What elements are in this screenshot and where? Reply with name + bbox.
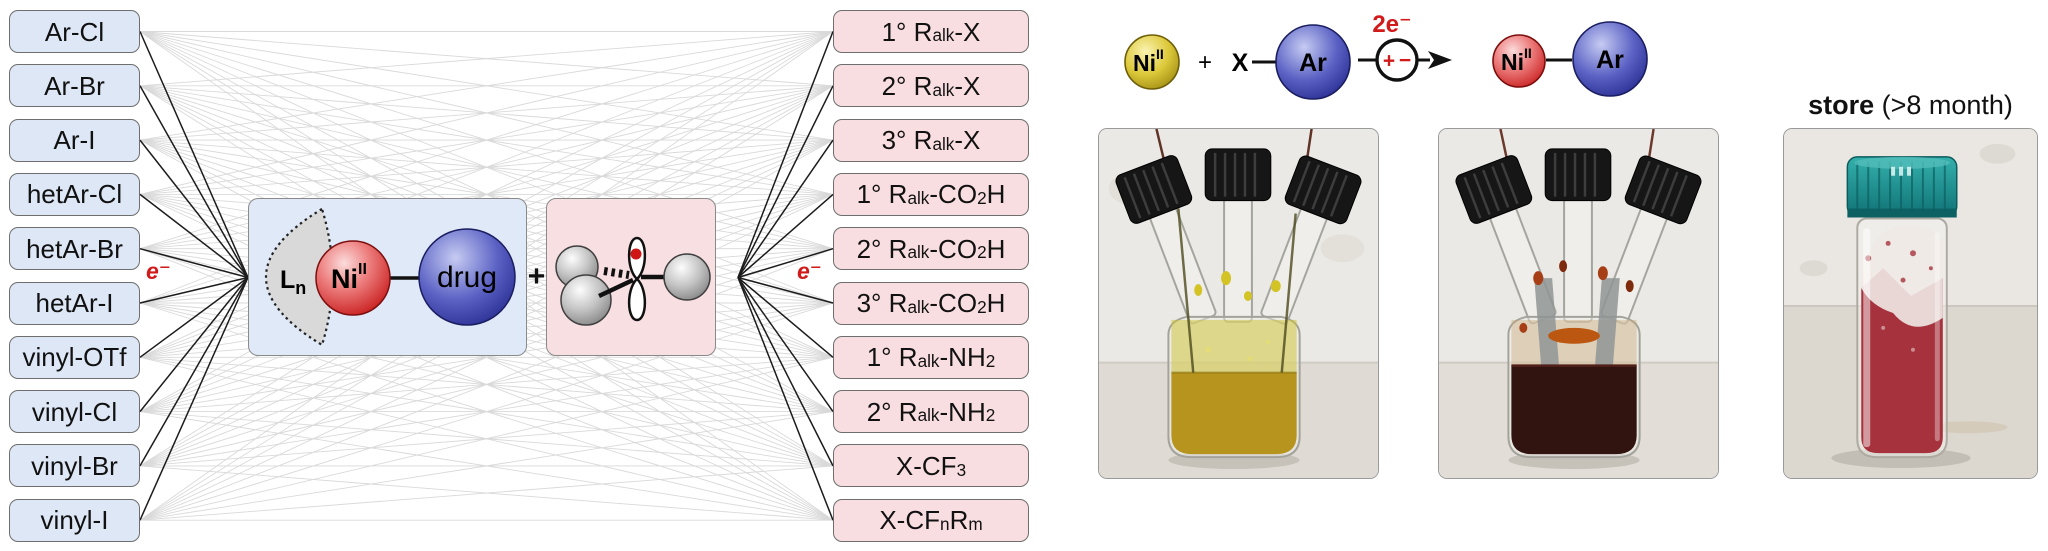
- photo-electrolysis-start: [1098, 128, 1379, 479]
- plus-sign: +: [527, 260, 546, 293]
- reactant-box: vinyl-I: [9, 498, 140, 542]
- reactant-box: vinyl-Cl: [9, 390, 140, 434]
- aryl-label: Ar: [1299, 49, 1327, 77]
- photo-stored-vial: [1783, 128, 2038, 479]
- reactant-box: Ar-Cl: [9, 10, 140, 53]
- product-aryl-sphere: [1572, 21, 1648, 97]
- nickel-precursor-label: NiII: [1133, 46, 1164, 76]
- electrode-plate: [1534, 278, 1561, 380]
- power-source-icon: [1375, 38, 1419, 82]
- nickel-precursor-sphere: [1124, 34, 1180, 90]
- powder-frost: [1861, 226, 1943, 327]
- aryl-sphere: [1275, 24, 1351, 100]
- reactant-box: vinyl-Br: [9, 444, 140, 488]
- anode-symbol: +: [1383, 50, 1395, 73]
- arrowhead-icon: [1428, 51, 1452, 69]
- catalyst-panel: [248, 198, 527, 356]
- reactant-box: hetAr-Br: [9, 227, 140, 271]
- electrolysis-arrow: + − 2e⁻: [1358, 11, 1452, 82]
- electron-label-right: e⁻: [797, 258, 822, 284]
- store-duration-label: store (>8 month): [1808, 90, 2013, 120]
- photo-electrolysis-end: [1438, 128, 1719, 479]
- scheme-plus: +: [1198, 49, 1212, 76]
- electron-label-left: e⁻: [146, 258, 171, 284]
- teal-cap-icon: [1846, 156, 1958, 218]
- dark-reaction-mixture: [1511, 365, 1637, 455]
- reactant-box: Ar-I: [9, 118, 140, 162]
- radical-panel: [546, 198, 716, 356]
- nickel-aryl-label: NiII: [1501, 45, 1532, 75]
- oxidative-addition-scheme: NiII + X Ar + − 2e⁻ NiII Ar: [1124, 11, 1648, 100]
- electrode-plate: [1593, 278, 1620, 380]
- nickel-aryl-sphere: [1492, 34, 1546, 88]
- reactant-box: hetAr-I: [9, 281, 140, 325]
- cathode-symbol: −: [1399, 49, 1411, 72]
- electrons-label: 2e⁻: [1372, 11, 1411, 38]
- halide-label: X: [1232, 49, 1249, 77]
- reactant-box: hetAr-Cl: [9, 172, 140, 216]
- reactant-box: vinyl-OTf: [9, 335, 140, 379]
- yellow-reaction-mixture: [1171, 372, 1297, 455]
- reactant-box: Ar-Br: [9, 64, 140, 108]
- product-aryl-label: Ar: [1596, 46, 1624, 74]
